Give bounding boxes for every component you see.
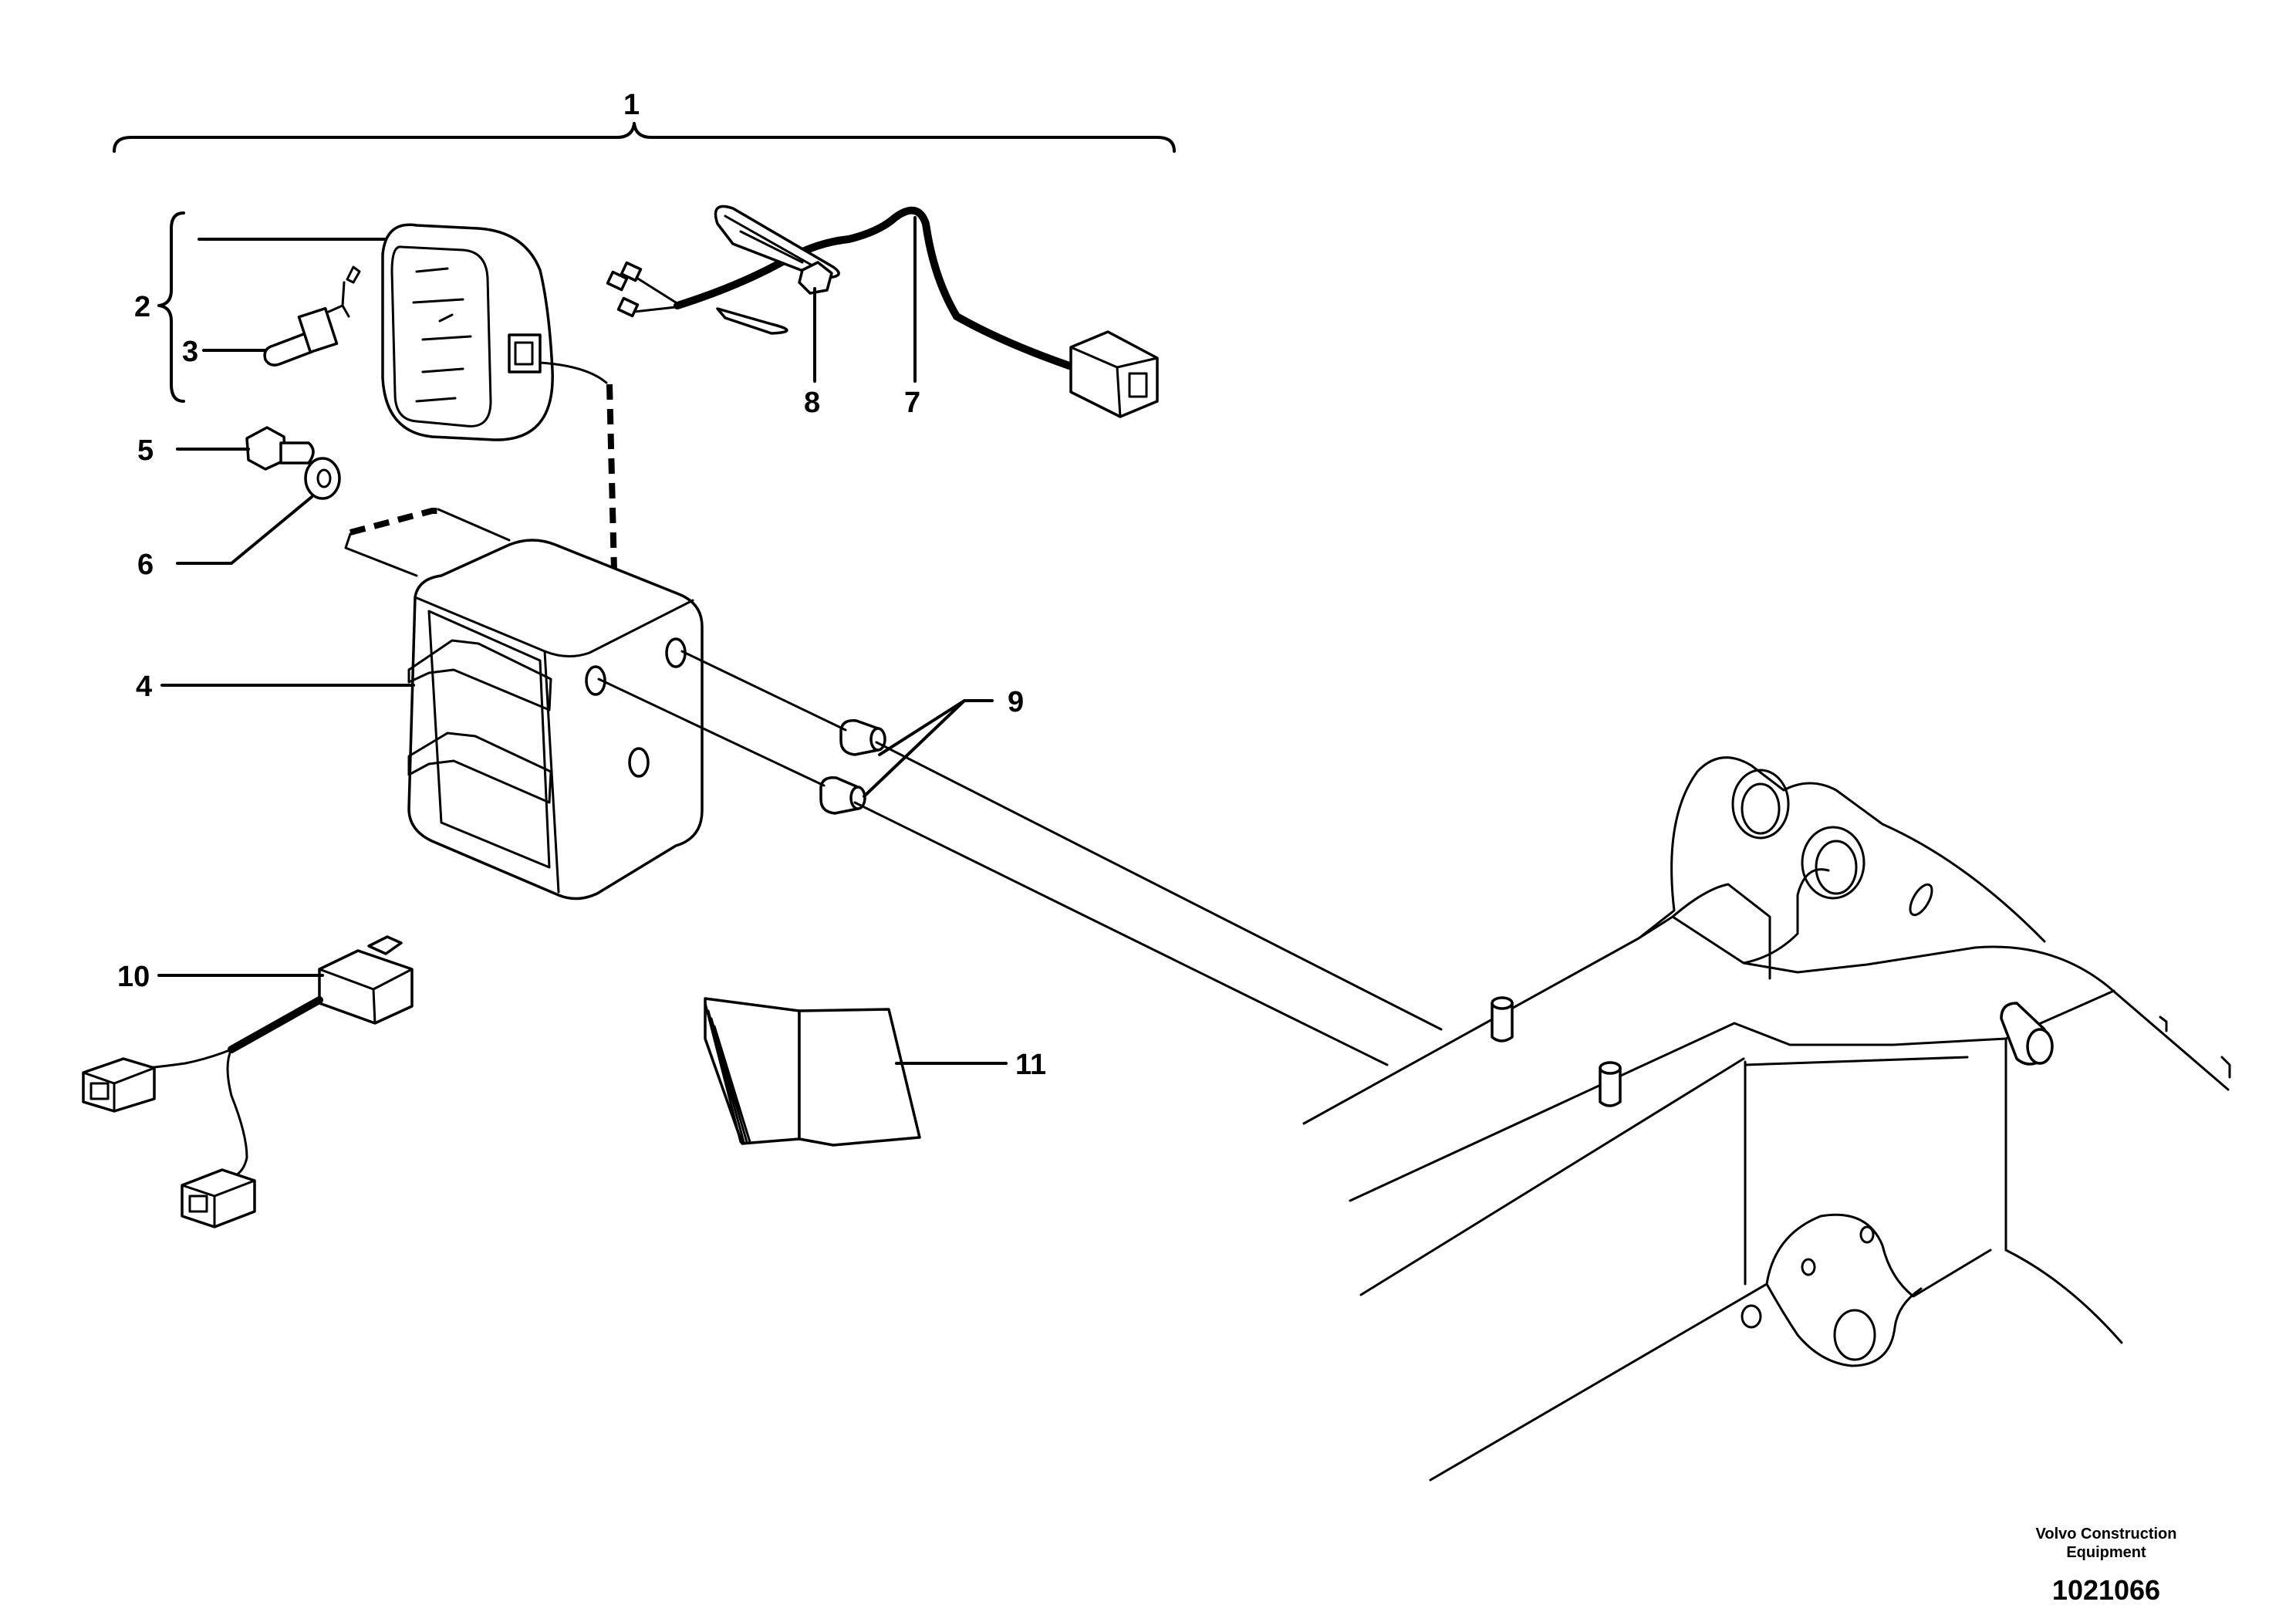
bulb xyxy=(263,265,361,367)
callout-11: 11 xyxy=(1015,1049,1046,1081)
spacers xyxy=(819,719,886,815)
callout-9: 9 xyxy=(1008,686,1024,718)
callout-3: 3 xyxy=(182,336,198,368)
cable-tie xyxy=(714,204,840,335)
washer xyxy=(304,457,341,500)
leader-6 xyxy=(176,495,313,565)
drawing-number: 1021066 xyxy=(2051,1574,2161,1606)
leader-9 xyxy=(863,699,994,798)
group-brace-1 xyxy=(113,122,1176,153)
adapter-harness xyxy=(82,935,414,1228)
footer-company-name: Volvo Construction Equipment xyxy=(2006,1525,2207,1562)
callout-6: 6 xyxy=(137,549,154,581)
bolt xyxy=(245,426,315,471)
callout-7: 7 xyxy=(904,387,920,419)
alignment-line-upper xyxy=(680,650,847,732)
footer-company-line1: Volvo Construction xyxy=(2035,1526,2177,1543)
footer-company-line2: Equipment xyxy=(2066,1544,2146,1561)
callout-5: 5 xyxy=(137,434,154,467)
callout-8: 8 xyxy=(804,387,820,419)
group-brace-2 xyxy=(157,211,185,403)
callout-4: 4 xyxy=(136,671,152,703)
operators-manual xyxy=(704,997,921,1147)
callout-1: 1 xyxy=(623,89,640,121)
assembly-path-bolt xyxy=(349,508,438,536)
alignment-line-lower xyxy=(597,678,826,787)
assembly-path-lamp xyxy=(606,384,617,572)
boom-arm xyxy=(1302,756,2231,1482)
mounting-bracket xyxy=(407,539,704,901)
alignment-line-lower-b xyxy=(853,801,1389,1066)
callout-10: 10 xyxy=(117,961,150,993)
alignment-line-upper-b xyxy=(875,741,1443,1031)
assembly-path-bolt-return xyxy=(344,508,511,577)
wiring-harness xyxy=(606,206,1159,418)
callout-2: 2 xyxy=(134,291,150,323)
work-lamp xyxy=(381,223,608,441)
